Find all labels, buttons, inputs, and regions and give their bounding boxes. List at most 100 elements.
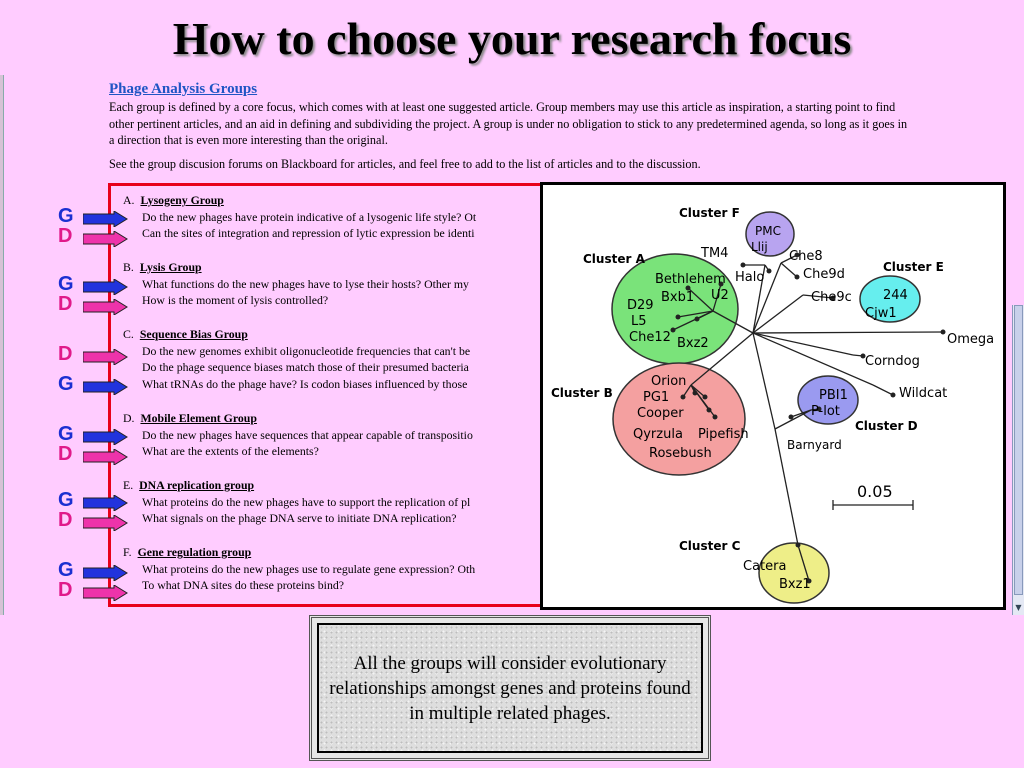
cluster-b-ellipse: [612, 362, 746, 476]
cluster-e-ellipse: [859, 275, 921, 323]
phage-label: Rosebush: [649, 446, 712, 461]
phage-label: Bethlehem: [655, 272, 726, 287]
intro-forum-paragraph: See the group discusion forums on Blackb…: [109, 156, 701, 171]
phage-label: Che12: [629, 330, 671, 345]
group-marker-g: G: [58, 489, 128, 512]
group-letter: D.: [123, 411, 135, 425]
group-title-link[interactable]: Mobile Element Group: [140, 411, 257, 425]
right-arrow-icon: [83, 565, 128, 581]
discussion-marker-d: D: [58, 509, 128, 532]
phage-label: Catera: [743, 559, 786, 574]
scroll-down-icon[interactable]: ▼: [1015, 603, 1022, 612]
marker-letter-g: G: [58, 559, 74, 581]
phage-label: Orion: [651, 374, 686, 389]
group-title-link[interactable]: Lysis Group: [139, 260, 202, 274]
marker-letter-g: G: [58, 423, 74, 445]
phage-label: Cjw1: [865, 306, 897, 321]
group-question: To what DNA sites do these proteins bind…: [142, 578, 344, 592]
group-question: Do the new phages have sequences that ap…: [142, 427, 473, 442]
group-question: How is the moment of lysis controlled?: [142, 293, 329, 307]
groups-list-box: A. Lysogeny Group Do the new phages have …: [108, 183, 608, 607]
marker-letter-d: D: [58, 343, 73, 365]
group-marker-g: G: [58, 273, 128, 296]
phage-label: Halo: [735, 270, 764, 285]
group-question: What are the extents of the elements?: [142, 444, 319, 458]
scrollbar-thumb[interactable]: [1014, 305, 1023, 595]
group-marker-g: G: [58, 206, 128, 228]
right-arrow-icon: [83, 495, 128, 511]
cluster-c-ellipse: [758, 542, 830, 604]
intro-paragraph: Each group is defined by a core focus, w…: [109, 100, 908, 147]
marker-letter-d: D: [58, 509, 73, 531]
right-arrow-icon: [83, 231, 128, 247]
scrollbar[interactable]: ▼: [1012, 305, 1024, 615]
group-marker-g: G: [58, 559, 128, 582]
discussion-marker-d: D: [58, 579, 128, 602]
group-question: What functions do the new phages have to…: [142, 276, 469, 291]
right-arrow-icon: [83, 449, 128, 465]
phage-label: Che9d: [803, 267, 845, 282]
group-question: What proteins do the new phages use to r…: [142, 561, 476, 576]
phage-label: Pipefish: [698, 427, 749, 442]
group-question: What signals on the phage DNA serve to i…: [142, 511, 457, 525]
group-question: Do the new phages have protein indicativ…: [142, 209, 477, 224]
right-arrow-icon: [83, 429, 128, 445]
group-title-link[interactable]: DNA replication group: [139, 478, 255, 492]
phage-label: PBI1: [819, 388, 848, 403]
marker-letter-g: G: [58, 489, 74, 511]
summary-note-box: All the groups will consider evolutionar…: [309, 615, 711, 761]
right-arrow-icon: [83, 349, 128, 365]
group-lysis: B. Lysis Group What functions do the new …: [123, 259, 603, 309]
cluster-c-label: Cluster C: [679, 539, 741, 553]
scale-bar-label: 0.05: [857, 482, 893, 501]
slide-title: How to choose your research focus: [172, 13, 852, 64]
phage-label: Wildcat: [899, 386, 947, 401]
group-mobile-element: D. Mobile Element Group Do the new phages…: [123, 410, 603, 460]
cluster-b-label: Cluster B: [551, 386, 613, 400]
right-arrow-icon: [83, 585, 128, 601]
group-question: What tRNAs do the phage have? Is codon b…: [142, 376, 468, 391]
cluster-f-label: Cluster F: [679, 206, 740, 220]
group-letter: B.: [123, 260, 134, 274]
cluster-d-ellipse: [797, 375, 859, 425]
discussion-marker-d: D: [58, 225, 128, 248]
group-title-link[interactable]: Lysogeny Group: [140, 193, 224, 207]
summary-note-panel: All the groups will consider evolutionar…: [317, 623, 703, 753]
group-lysogeny: A. Lysogeny Group Do the new phages have …: [123, 192, 603, 242]
group-letter: C.: [123, 327, 134, 341]
discussion-marker-d: D: [58, 444, 128, 466]
phage-label: Llij: [751, 240, 768, 254]
summary-note-text: All the groups will consider evolutionar…: [329, 652, 691, 724]
phage-label: TM4: [700, 246, 728, 261]
group-marker-g: G: [58, 374, 128, 396]
group-title-link[interactable]: Gene regulation group: [137, 545, 252, 559]
group-letter: A.: [123, 193, 135, 207]
window-left-edge: [0, 75, 4, 615]
phage-label: PG1: [643, 390, 669, 405]
group-marker-g: G: [58, 423, 128, 446]
phage-label: Che8: [789, 249, 823, 264]
group-dna-replication: E.DNA replication group What proteins do…: [123, 477, 603, 527]
marker-letter-d: D: [58, 225, 73, 247]
phage-label: L5: [631, 314, 647, 329]
phage-label: D29: [627, 298, 654, 313]
phage-label: 244: [883, 288, 908, 303]
phage-analysis-groups-link[interactable]: Phage Analysis Groups: [109, 81, 258, 97]
phage-label: PMC: [755, 224, 781, 238]
phylogenetic-tree-figure: Cluster F Cluster A Cluster E Cluster B …: [540, 182, 1006, 610]
phage-label: Cooper: [637, 406, 684, 421]
right-arrow-icon: [83, 379, 128, 395]
group-title-link[interactable]: Sequence Bias Group: [139, 327, 248, 341]
right-arrow-icon: [83, 279, 128, 295]
group-sequence-bias: C.Sequence Bias Group Do the new genomes…: [123, 326, 603, 392]
group-question: Do the phage sequence biases match those…: [142, 360, 469, 374]
right-arrow-icon: [83, 299, 128, 315]
marker-letter-d: D: [58, 579, 73, 601]
tree-tips: [670, 252, 946, 584]
cluster-f-ellipse: [745, 211, 795, 257]
tree-svg: Cluster F Cluster A Cluster E Cluster B …: [551, 206, 994, 604]
marker-letter-d: D: [58, 293, 73, 315]
group-letter: E.: [123, 478, 134, 492]
phage-label: Bxz2: [677, 336, 709, 351]
marker-letter-g: G: [58, 273, 74, 295]
